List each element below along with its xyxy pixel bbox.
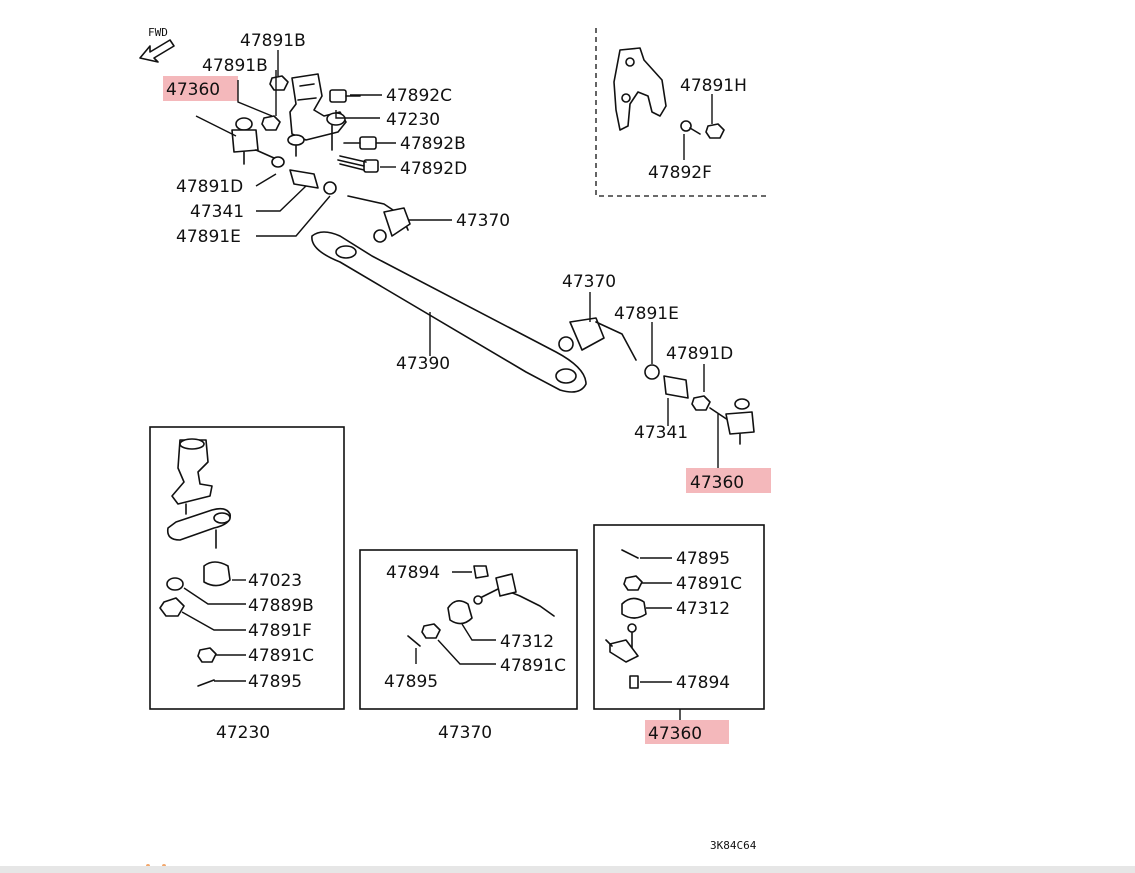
bushing-47023 [203, 561, 231, 587]
nut-47891D-right [691, 395, 711, 411]
label-47390: 47390 [396, 354, 450, 374]
label-47891B-top: 47891B [240, 31, 306, 51]
label-47891D-right: 47891D [666, 344, 733, 364]
highlight-47360-top [163, 76, 238, 101]
label-47895-box1: 47895 [248, 672, 302, 692]
boot-47312-box3 [621, 597, 647, 619]
label-47892F: 47892F [648, 163, 712, 183]
label-47312-box2: 47312 [500, 632, 554, 652]
label-47341-right: 47341 [634, 423, 688, 443]
pin-47895-box2 [407, 635, 421, 647]
label-47891B-left: 47891B [202, 56, 268, 76]
bolt-47892C [329, 89, 361, 103]
label-47891C-box2: 47891C [500, 656, 566, 676]
nut-47891H [705, 123, 725, 139]
label-47891H: 47891H [680, 76, 747, 96]
nut-47891F [159, 597, 185, 617]
label-47230: 47230 [386, 110, 440, 130]
label-47341-left: 47341 [190, 202, 244, 222]
detail-box-47230 [149, 426, 345, 710]
nut-47891B-left [261, 115, 281, 131]
label-47895-box2: 47895 [384, 672, 438, 692]
sleeve-47341-left [289, 169, 337, 195]
bracket-inset [595, 28, 768, 197]
bolt-47892B [343, 136, 377, 150]
tie-rod-end-box2 [473, 573, 555, 617]
leader-lines-main [195, 50, 719, 468]
pin-47895-box1 [197, 679, 215, 687]
idler-arm-assembly [287, 73, 347, 157]
label-47894-box3: 47894 [676, 673, 730, 693]
highlight-47360-detail [645, 720, 729, 744]
label-47312-box3: 47312 [676, 599, 730, 619]
ball-joint-box3 [605, 623, 639, 663]
diagram-code: 3K84C64 [710, 839, 757, 852]
label-47891F: 47891F [248, 621, 312, 641]
label-47891D-left: 47891D [176, 177, 243, 197]
nut-47891C-box1 [197, 647, 217, 663]
detail-title-47360: 47360 [648, 724, 702, 744]
washer-47889B [166, 577, 184, 591]
nut-47891E-right [644, 364, 660, 380]
nut-47891B-top [269, 75, 289, 91]
tie-rod-left [347, 195, 411, 243]
label-47891E-left: 47891E [176, 227, 241, 247]
center-link-47390 [311, 231, 587, 393]
tie-rod-end-left [231, 117, 285, 168]
grease-fitting-47894-box3 [629, 675, 639, 689]
grease-fitting-47894-box2 [473, 565, 489, 579]
sleeve-47341-right [663, 375, 689, 399]
bolt-47892F [680, 120, 701, 135]
label-47891E-right: 47891E [614, 304, 679, 324]
tie-rod-right [558, 317, 637, 361]
label-47360-right: 47360 [690, 473, 744, 493]
forward-arrow-icon [139, 39, 175, 63]
label-47370-left: 47370 [456, 211, 510, 231]
detail-box-47360 [593, 524, 765, 710]
tie-rod-end-right [709, 398, 755, 445]
label-47892D: 47892D [400, 159, 467, 179]
label-47891C-box3: 47891C [676, 574, 742, 594]
highlight-47360-right [686, 468, 771, 493]
pin-47895-box3 [621, 549, 639, 559]
label-47894-box2: 47894 [386, 563, 440, 583]
nut-47891C-box2 [421, 623, 441, 639]
detail-title-47230: 47230 [216, 723, 270, 743]
label-47370-right: 47370 [562, 272, 616, 292]
label-47892C: 47892C [386, 86, 452, 106]
detail-title-47370: 47370 [438, 723, 492, 743]
bolt-47892D [337, 155, 379, 173]
label-47895-box3: 47895 [676, 549, 730, 569]
label-47891C-box1: 47891C [248, 646, 314, 666]
boot-47312-box2 [447, 600, 473, 625]
label-47892B: 47892B [400, 134, 466, 154]
label-47360-top: 47360 [166, 80, 220, 100]
fwd-label: FWD [148, 26, 168, 39]
label-47889B: 47889B [248, 596, 314, 616]
detail-box-47370 [359, 549, 578, 710]
bottom-border [0, 866, 1135, 873]
label-47023: 47023 [248, 571, 302, 591]
nut-47891C-box3 [623, 575, 643, 591]
